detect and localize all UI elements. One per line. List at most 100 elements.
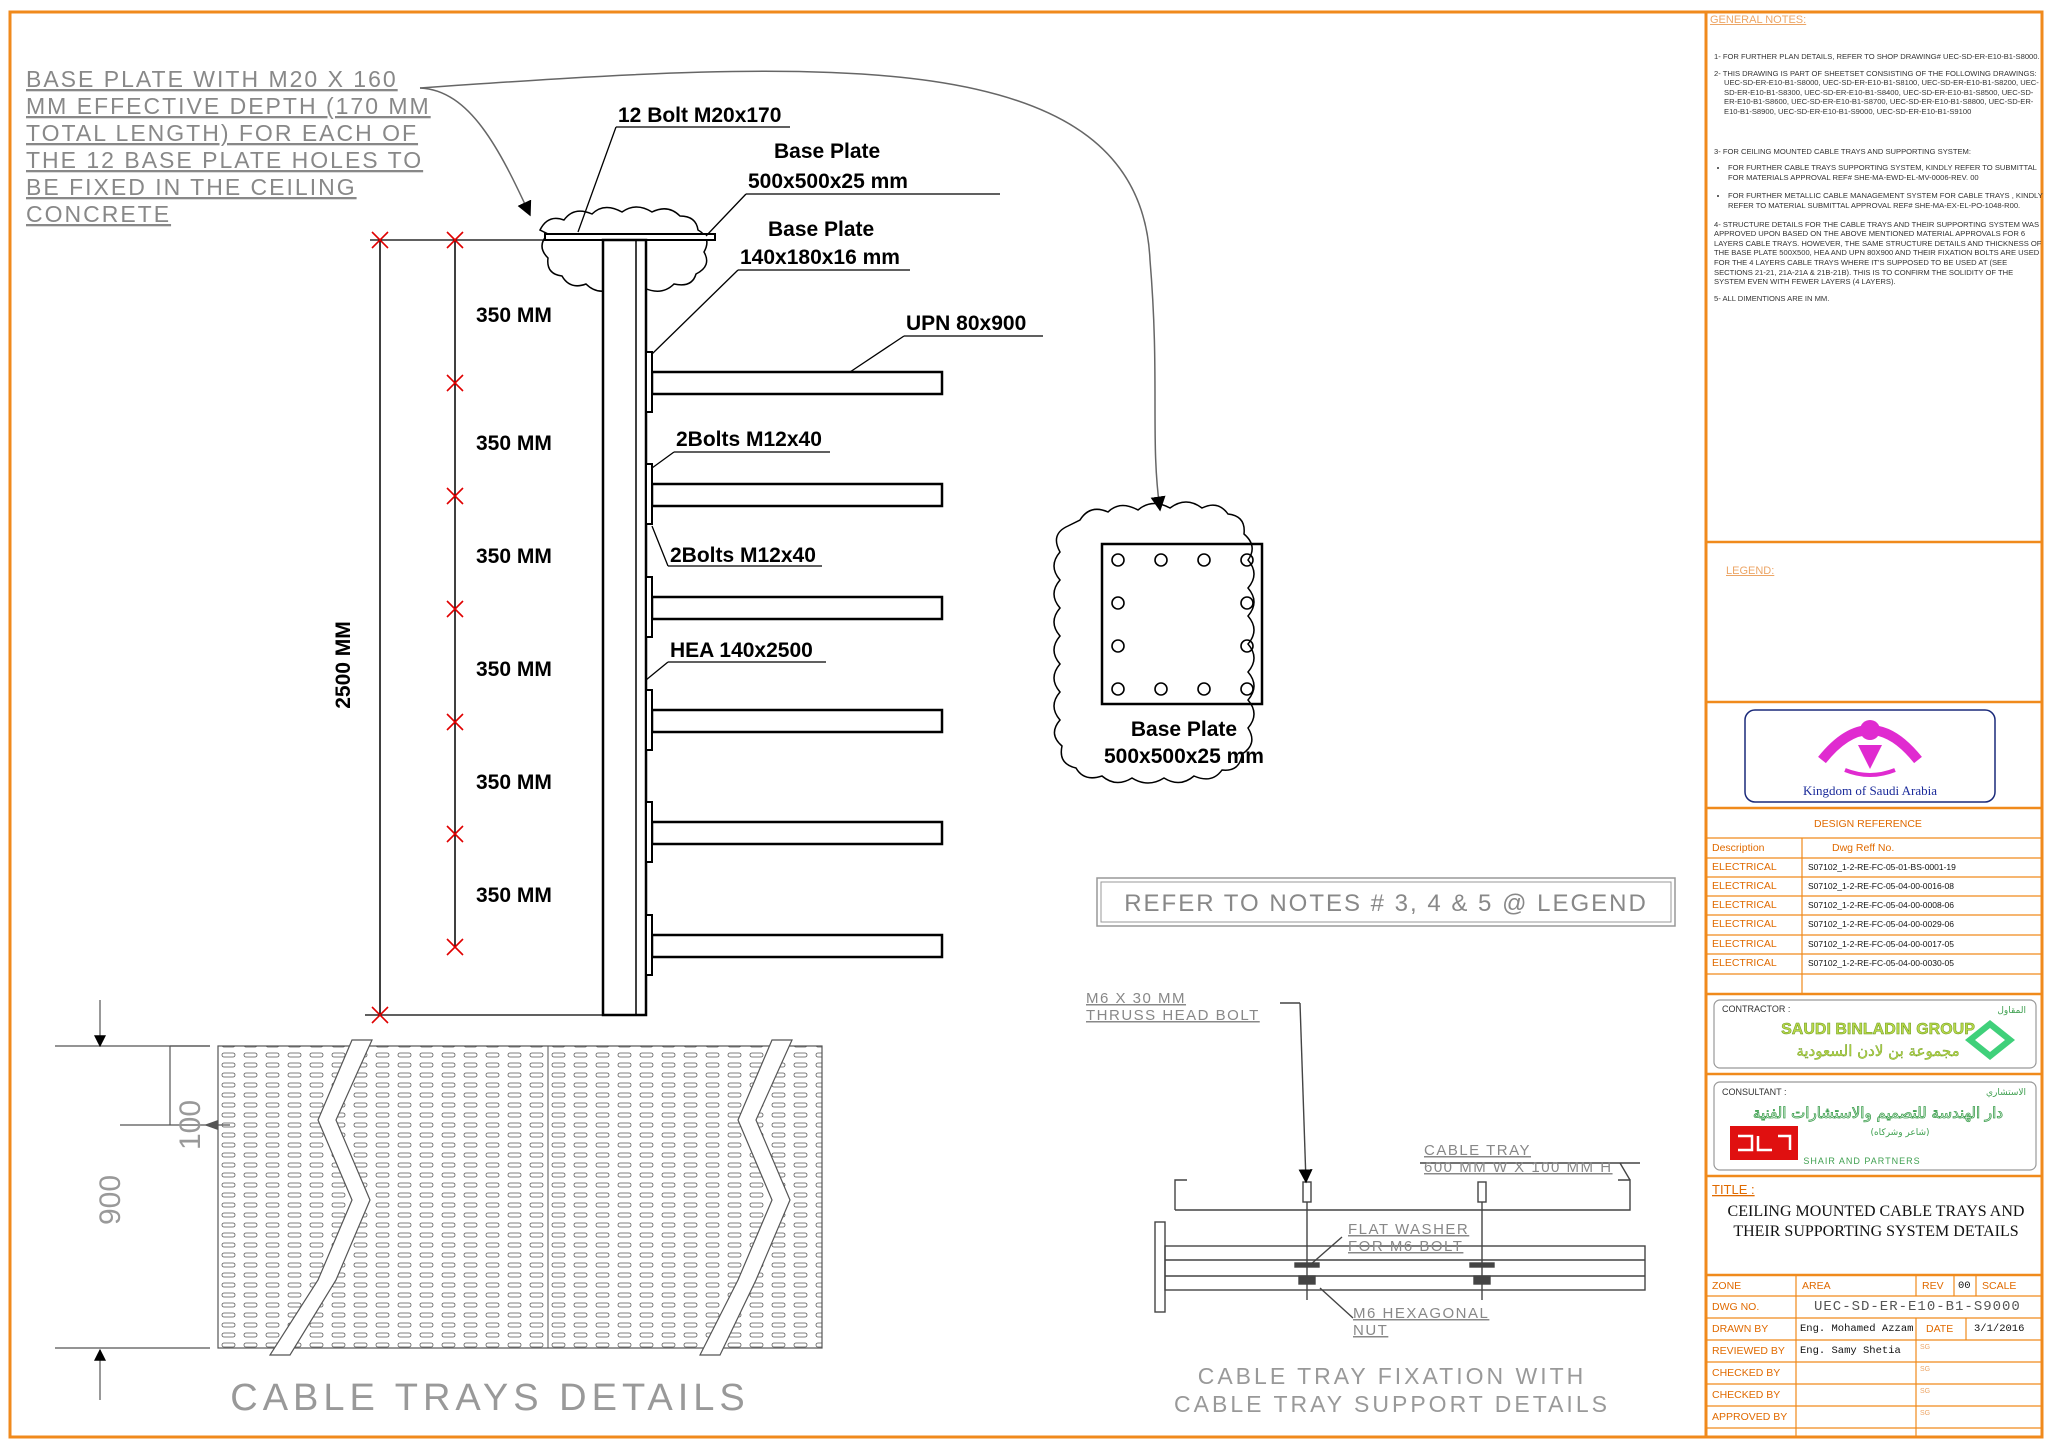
small-plate-size-label: 140x180x16 mm — [740, 246, 900, 269]
base-plate-note-line: BASE PLATE WITH M20 X 160 — [26, 66, 398, 92]
reviewed-by-value: Eng. Samy Shetia — [1800, 1345, 1901, 1357]
upn-arm — [650, 820, 944, 846]
refer-notes-box — [1096, 877, 1676, 927]
sheet-border — [8, 10, 2044, 1439]
note-3-bullet: FOR FURTHER CABLE TRAYS SUPPORTING SYSTE… — [1728, 163, 2044, 182]
date-label: DATE — [1926, 1323, 1954, 1335]
reference-desc: ELECTRICAL — [1712, 957, 1777, 969]
legend-heading: LEGEND: — [1726, 565, 1775, 577]
checked-by-label: CHECKED BY — [1712, 1367, 1781, 1379]
support-elevation — [365, 206, 944, 1017]
fixation-title-line2: CABLE TRAY SUPPORT DETAILS — [1174, 1391, 1610, 1417]
refer-notes-text: REFER TO NOTES # 3, 4 & 5 @ LEGEND — [1124, 890, 1648, 917]
contractor-name: SAUDI BINLADIN GROUP — [1781, 1021, 1975, 1038]
general-notes: GENERAL NOTES: 1- FOR FURTHER PLAN DETAI… — [1710, 15, 2044, 310]
bolts-m12-label-a: 2Bolts M12x40 — [676, 428, 822, 451]
note-1: 1- FOR FURTHER PLAN DETAILS, REFER TO SH… — [1714, 52, 2040, 61]
reviewed-by-label: REVIEWED BY — [1712, 1345, 1785, 1357]
note-2-list: UEC-SD-ER-E10-B1-S8000, UEC-SD-ER-E10-B1… — [1724, 78, 2039, 116]
note-5: 5- ALL DIMENTIONS ARE IN MM. — [1714, 293, 1830, 303]
spacing-label: 350 MM — [476, 432, 552, 455]
zone-label: ZONE — [1712, 1280, 1742, 1292]
drawn-by-label: DRAWN BY — [1712, 1323, 1769, 1335]
consultant-sub-ar: (شاعر وشركاه) — [1870, 1128, 1929, 1138]
col-dwg-ref: Dwg Reff No. — [1832, 842, 1895, 854]
dwg-no-label: DWG NO. — [1712, 1301, 1760, 1313]
hea-column — [601, 238, 648, 1017]
base-plate-note-line: MM EFFECTIVE DEPTH (170 MM — [26, 93, 431, 119]
bolt-assembly — [1294, 1181, 1495, 1300]
approved-by-label: APPROVED BY — [1712, 1411, 1788, 1423]
reference-dwg: S07102_1-2-RE-FC-05-04-00-0029-06 — [1808, 919, 1954, 929]
contractor-logo-frame — [1713, 999, 2037, 1069]
note-4: 4- STRUCTURE DETAILS FOR THE CABLE TRAYS… — [1714, 219, 2042, 287]
dar-logo-icon — [1730, 1126, 1798, 1160]
revision-cloud — [538, 206, 708, 294]
base-plate-note: BASE PLATE WITH M20 X 160 MM EFFECTIVE D… — [26, 66, 431, 227]
upn-arm — [650, 708, 944, 734]
upn-arm — [650, 933, 944, 959]
cable-tray-size-label: 600 MM W X 100 MM H — [1424, 1159, 1613, 1176]
tray-section — [1175, 1179, 1631, 1211]
kingdom-logo-frame — [1744, 709, 1996, 803]
title-block-grid — [1706, 540, 2042, 1277]
design-reference-heading: DESIGN REFERENCE — [1814, 818, 1922, 830]
contractor-label: CONTRACTOR : — [1722, 1004, 1790, 1014]
sig-mark: SG — [1920, 1388, 1931, 1395]
reference-dwg: S07102_1-2-RE-FC-05-01-BS-0001-19 — [1808, 862, 1956, 872]
rev-label: REV — [1922, 1280, 1944, 1292]
base-plate-label: Base Plate — [774, 140, 880, 163]
fixation-labels: M6 X 30 MM THRUSS HEAD BOLT CABLE TRAY 6… — [1086, 990, 1613, 1339]
reference-dwg: S07102_1-2-RE-FC-05-04-00-0030-05 — [1808, 958, 1954, 968]
consultant-name-ar: دار الهندسة للتصميم والاستشارات الفنية — [1753, 1104, 2003, 1122]
nut-label: M6 HEXAGONAL — [1353, 1305, 1489, 1322]
cable-trays-details-title: CABLE TRAYS DETAILS — [230, 1377, 749, 1419]
contractor-tag-ar: المقاول — [1997, 1006, 2026, 1016]
upn-arm — [650, 482, 944, 508]
bolt-m20-label: 12 Bolt M20x170 — [618, 104, 781, 127]
date-value: 3/1/2016 — [1974, 1323, 2025, 1335]
spacing-label: 350 MM — [476, 771, 552, 794]
spacing-label: 350 MM — [476, 658, 552, 681]
dim-900-label: 900 — [94, 1175, 127, 1225]
reference-desc: ELECTRICAL — [1712, 899, 1777, 911]
drawn-by-value: Eng. Mohamed Azzam — [1800, 1323, 1914, 1335]
break-line — [699, 1039, 793, 1356]
hea-label: HEA 140x2500 — [670, 639, 813, 662]
plan-base-plate-label: Base Plate — [1131, 718, 1237, 741]
bolt-m6-label: M6 X 30 MM — [1086, 990, 1186, 1007]
title-line1: CEILING MOUNTED CABLE TRAYS AND — [1728, 1203, 2025, 1220]
reference-desc: ELECTRICAL — [1712, 918, 1777, 930]
binladin-logo-icon — [1965, 1020, 2015, 1060]
nut-type-label: NUT — [1353, 1322, 1388, 1339]
fixation-title-line1: CABLE TRAY FIXATION WITH — [1198, 1363, 1587, 1389]
washer-label: FLAT WASHER — [1348, 1221, 1469, 1238]
consultant-tag-ar: الاستشاري — [1986, 1088, 2026, 1098]
bolts-m12-label-b: 2Bolts M12x40 — [670, 544, 816, 567]
reference-dwg: S07102_1-2-RE-FC-05-04-00-0017-05 — [1808, 939, 1954, 949]
note-leader-line — [419, 87, 532, 217]
base-plate-detail — [1053, 501, 1264, 784]
total-height-label: 2500 MM — [332, 621, 355, 709]
note-3-bullet: FOR FURTHER METALLIC CABLE MANAGEMENT SY… — [1728, 191, 2044, 210]
fixation-detail — [1154, 1002, 1646, 1319]
scale-label: SCALE — [1982, 1280, 2017, 1292]
title-label: TITLE : — [1712, 1182, 1755, 1197]
checked-by-label: CHECKED BY — [1712, 1389, 1781, 1401]
reference-dwg: S07102_1-2-RE-FC-05-04-00-0016-08 — [1808, 881, 1954, 891]
cable-tray-detail: 900 100 — [55, 1000, 823, 1400]
reference-desc: ELECTRICAL — [1712, 861, 1777, 873]
kingdom-label: Kingdom of Saudi Arabia — [1803, 783, 1937, 798]
plan-base-plate-size: 500x500x25 mm — [1104, 745, 1264, 768]
base-plate-square — [1100, 542, 1264, 706]
base-plate-note-line: TOTAL LENGTH) FOR EACH OF — [26, 120, 418, 146]
base-plate-size-label: 500x500x25 mm — [748, 170, 908, 193]
label-leaders — [577, 126, 1043, 681]
spacing-label: 350 MM — [476, 545, 552, 568]
spacing-label: 350 MM — [476, 884, 552, 907]
washer-size-label: FOR M6 BOLT — [1348, 1238, 1463, 1255]
small-plate-label: Base Plate — [768, 218, 874, 241]
upn-arm — [650, 370, 944, 396]
bolt-holes — [1111, 553, 1254, 696]
